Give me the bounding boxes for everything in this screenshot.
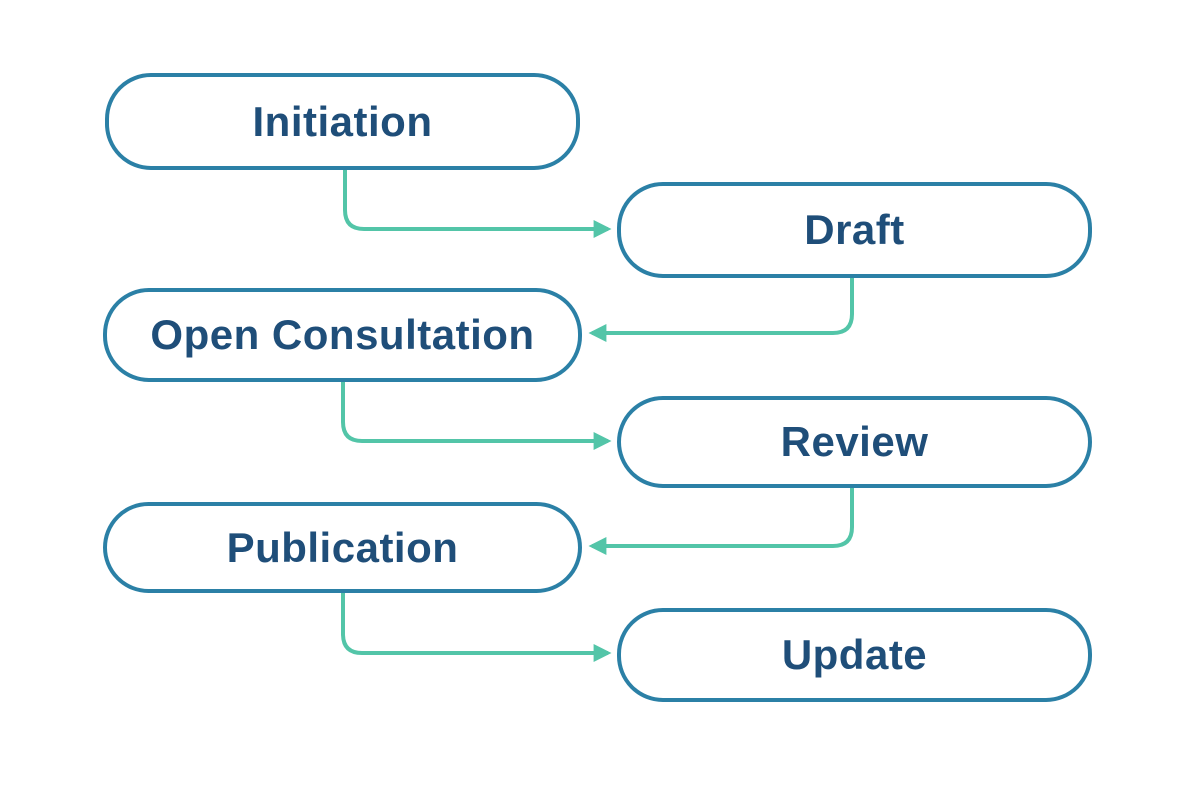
node-label: Review — [780, 418, 929, 465]
edge-open-consultation-review — [341, 380, 612, 450]
node-draft: Draft — [617, 182, 1092, 278]
edge-draft-open-consultation — [588, 275, 854, 342]
node-review: Review — [617, 396, 1092, 488]
node-update: Update — [617, 608, 1092, 702]
edge-initiation-draft — [343, 168, 612, 238]
edge-publication-update — [341, 591, 612, 662]
node-label: Open Consultation — [150, 311, 535, 358]
node-label: Update — [781, 631, 928, 678]
node-publication: Publication — [103, 502, 582, 593]
edge-review-publication — [588, 486, 854, 555]
node-initiation: Initiation — [105, 73, 580, 170]
node-label: Draft — [804, 206, 905, 253]
node-label: Publication — [226, 523, 459, 571]
node-open-consultation: Open Consultation — [103, 288, 582, 382]
node-label: Initiation — [252, 97, 433, 145]
